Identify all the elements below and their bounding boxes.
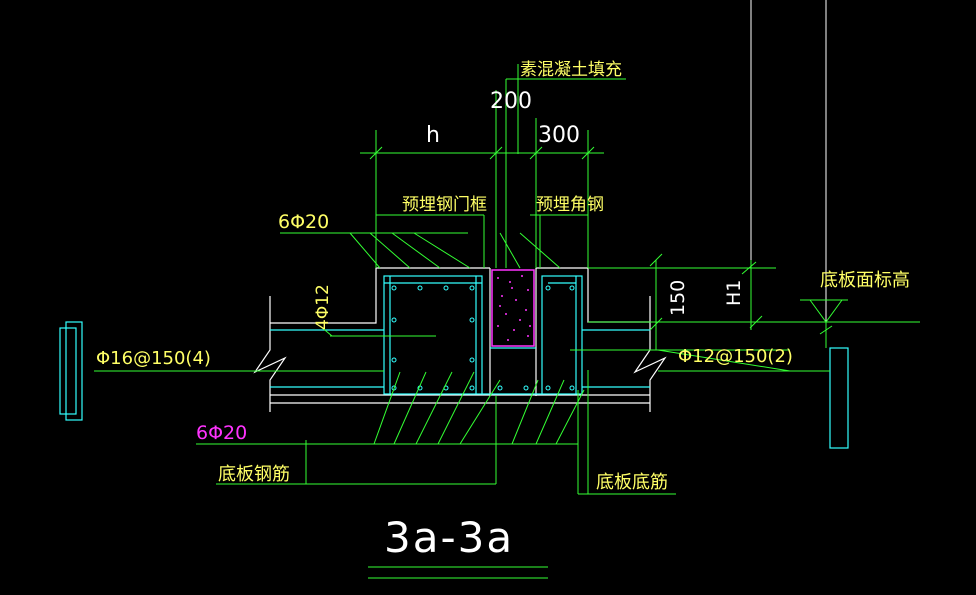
label-slab-rebar: 底板钢筋 [218, 464, 290, 485]
label-rebar-6phi20-top: 6Φ20 [278, 211, 329, 233]
dim-H1: H1 [723, 280, 745, 306]
label-embedded-angle-steel: 预埋角钢 [536, 195, 604, 215]
drawing-labels: 素混凝土填充 200 h 300 预埋钢门框 预埋角钢 6Φ20 4Φ12 15… [96, 60, 910, 562]
elevation-leader-lines [750, 0, 827, 326]
slab-outline [253, 267, 667, 412]
label-slab-bottom-rebar: 底板底筋 [596, 472, 668, 493]
label-rebar-phi12-150: Φ12@150(2) [678, 346, 793, 367]
dim-300: 300 [538, 123, 580, 148]
dim-200: 200 [490, 89, 532, 114]
dim-h: h [426, 123, 440, 148]
leader-lines [94, 64, 920, 579]
label-plain-concrete-fill: 素混凝土填充 [520, 60, 622, 80]
label-rebar-phi16-150: Φ16@150(4) [96, 348, 211, 369]
label-slab-top-elevation: 底板面标高 [820, 270, 910, 291]
label-embedded-steel-door-frame: 预埋钢门框 [402, 195, 487, 215]
dim-150: 150 [667, 280, 689, 316]
label-rebar-6phi20-bottom: 6Φ20 [196, 422, 247, 444]
rebar-cage [59, 275, 849, 449]
label-rebar-4phi12: 4Φ12 [313, 284, 333, 330]
rebar-dots [391, 285, 575, 391]
plain-concrete-fill [491, 269, 535, 347]
section-title: 3a-3a [384, 513, 514, 562]
